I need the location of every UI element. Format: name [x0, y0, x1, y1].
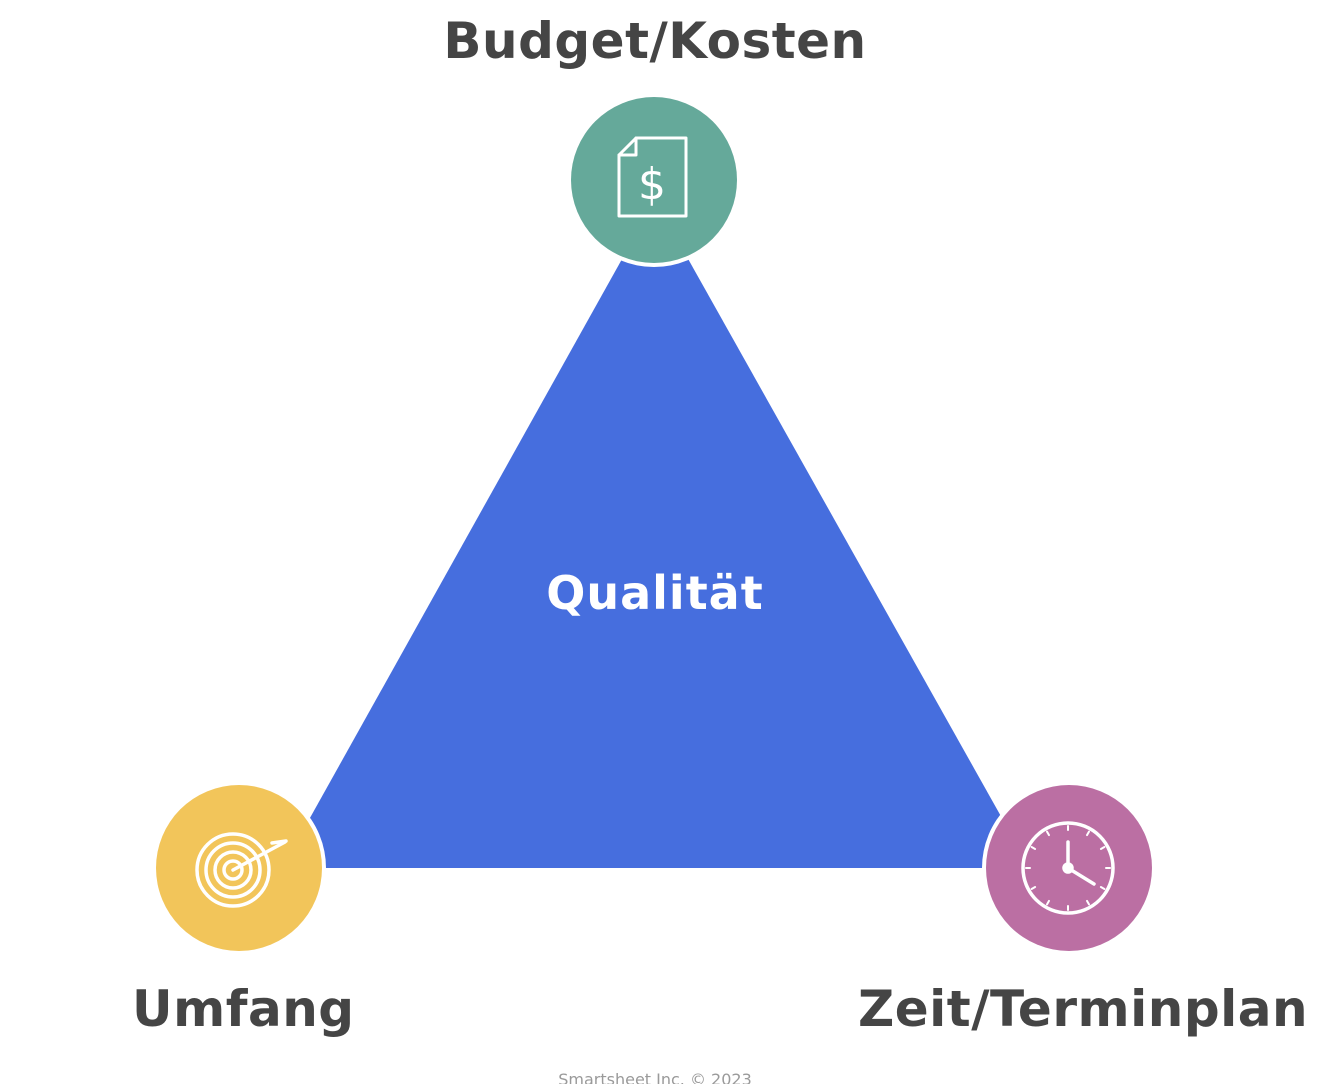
quality-triangle [282, 200, 1030, 868]
quality-label: Qualität [546, 566, 764, 620]
svg-text:$: $ [638, 159, 666, 210]
budget-node: $ [567, 93, 741, 267]
schedule-node [982, 781, 1156, 955]
clock-tick [1099, 886, 1106, 890]
copyright-footer: Smartsheet Inc. © 2023 [558, 1070, 752, 1084]
clock-tick [1030, 846, 1037, 850]
scope-node [152, 781, 326, 955]
target-icon [195, 832, 288, 908]
schedule-label: Zeit/Terminplan [858, 980, 1309, 1038]
clock-tick [1046, 830, 1050, 837]
budget-label: Budget/Kosten [443, 12, 867, 70]
clock-tick [1030, 886, 1037, 890]
clock-icon [1021, 821, 1115, 915]
clock-tick [1086, 899, 1090, 906]
clock-tick [1099, 846, 1106, 850]
clock-tick [1046, 899, 1050, 906]
dollar-document-icon: $ [617, 136, 688, 218]
scope-label: Umfang [132, 980, 355, 1038]
clock-tick [1086, 830, 1090, 837]
